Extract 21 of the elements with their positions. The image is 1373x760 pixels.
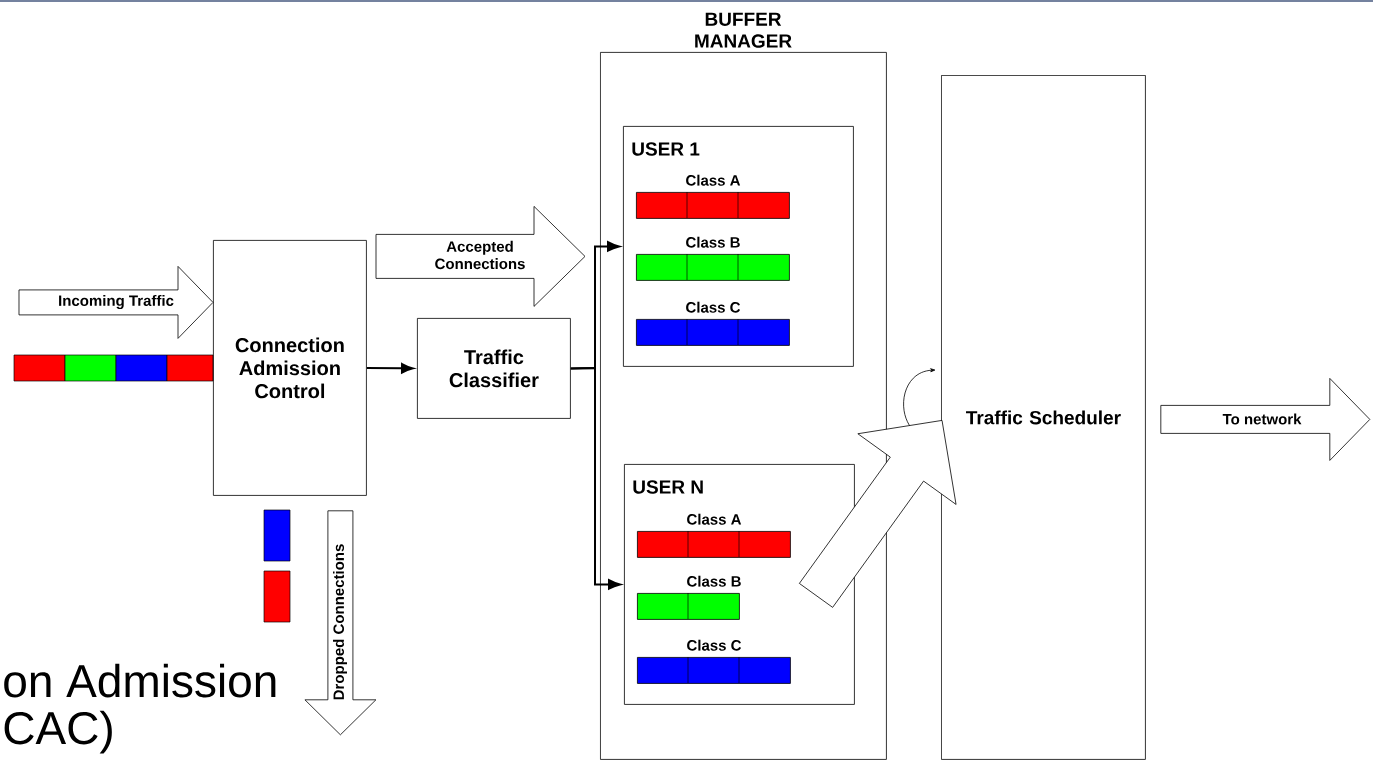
- queue-bar: Class A: [637, 513, 791, 558]
- node-label: Class B: [686, 236, 740, 248]
- queue-bar: Class C: [636, 301, 790, 346]
- queue-bar: Class A: [636, 174, 790, 219]
- node-label: Class B: [687, 575, 741, 587]
- node-label: Class C: [686, 301, 741, 313]
- node-label: Class C: [687, 639, 742, 651]
- title-text: on Admission: [4, 663, 276, 698]
- process-box: Connection Admission Control: [213, 240, 367, 496]
- node-label: BUFFER MANAGER: [695, 12, 792, 48]
- node-label: Class A: [687, 513, 742, 525]
- title-text: CAC): [4, 710, 112, 754]
- queue-bar: Class C: [637, 639, 791, 684]
- edge-label: Accepted Connections: [423, 239, 537, 271]
- scheduler-box: Traffic Scheduler: [941, 75, 1146, 760]
- process-box: Traffic Classifier: [417, 318, 571, 419]
- block-arrow: [798, 420, 957, 608]
- queue-bar: Class B: [637, 575, 741, 620]
- node-label: Class A: [686, 174, 741, 186]
- edge-label: To network: [1221, 412, 1303, 426]
- queue-bar: Class B: [636, 236, 790, 281]
